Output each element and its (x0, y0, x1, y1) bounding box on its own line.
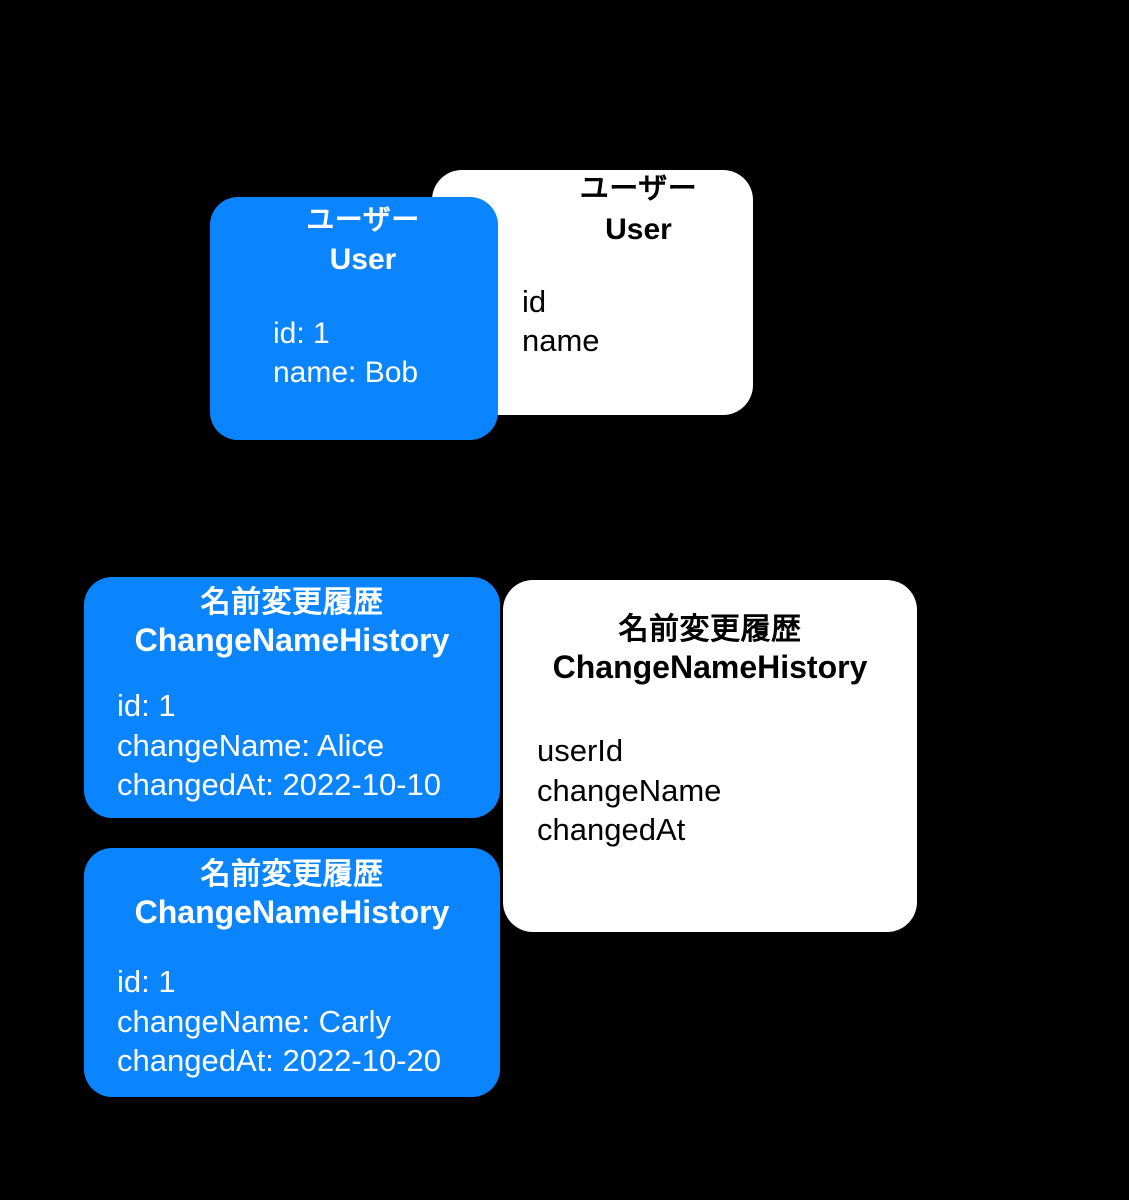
card-user-schema-fields: id name (432, 282, 753, 361)
card-history-alice-fields: id: 1 changeName: Alice changedAt: 2022-… (84, 686, 500, 804)
card-history-schema[interactable]: 名前変更履歴 ChangeNameHistory userId changeNa… (503, 580, 917, 932)
card-history-carly-title-en: ChangeNameHistory (134, 894, 450, 931)
field-line: changeName: Alice (117, 727, 385, 763)
card-user-instance-titles: ユーザー User (210, 203, 498, 277)
card-history-carly-title-ja: 名前変更履歴 (200, 858, 384, 891)
card-history-alice-titles: 名前変更履歴 ChangeNameHistory (84, 585, 500, 660)
field-line: changeName (537, 772, 722, 808)
field-line: name: Bob (273, 355, 419, 389)
field-line: id: 1 (117, 964, 176, 1000)
field-line: id: 1 (117, 688, 176, 724)
card-user-instance-title-en: User (329, 243, 397, 277)
field-line: changedAt: 2022-10-10 (117, 766, 442, 802)
card-user-schema-title-ja: ユーザー (579, 173, 698, 205)
field-line: id (522, 283, 547, 319)
card-user-schema-titles: ユーザー User (432, 172, 753, 248)
card-history-alice-title-ja: 名前変更履歴 (200, 586, 384, 619)
card-history-schema-fields: userId changeName changedAt (503, 731, 917, 849)
field-line: userId (537, 733, 624, 769)
field-line: changedAt: 2022-10-20 (117, 1042, 442, 1078)
field-line: name (522, 322, 600, 358)
card-history-schema-titles: 名前変更履歴 ChangeNameHistory (503, 612, 917, 687)
card-history-carly-titles: 名前変更履歴 ChangeNameHistory (84, 857, 500, 932)
card-history-carly-fields: id: 1 changeName: Carly changedAt: 2022-… (84, 962, 500, 1080)
card-user-instance[interactable]: ユーザー User id: 1 name: Bob (210, 197, 498, 440)
field-line: id: 1 (273, 317, 330, 351)
card-history-alice[interactable]: 名前変更履歴 ChangeNameHistory id: 1 changeNam… (84, 577, 500, 818)
field-line: changedAt (537, 811, 686, 847)
card-user-instance-title-ja: ユーザー (306, 204, 420, 235)
card-user-instance-fields: id: 1 name: Bob (210, 315, 498, 391)
card-history-alice-title-en: ChangeNameHistory (134, 622, 450, 659)
card-user-schema-title-en: User (605, 213, 672, 247)
card-history-schema-title-en: ChangeNameHistory (552, 649, 868, 686)
card-history-schema-title-ja: 名前変更履歴 (618, 613, 802, 646)
field-line: changeName: Carly (117, 1003, 391, 1039)
card-history-carly[interactable]: 名前変更履歴 ChangeNameHistory id: 1 changeNam… (84, 848, 500, 1097)
